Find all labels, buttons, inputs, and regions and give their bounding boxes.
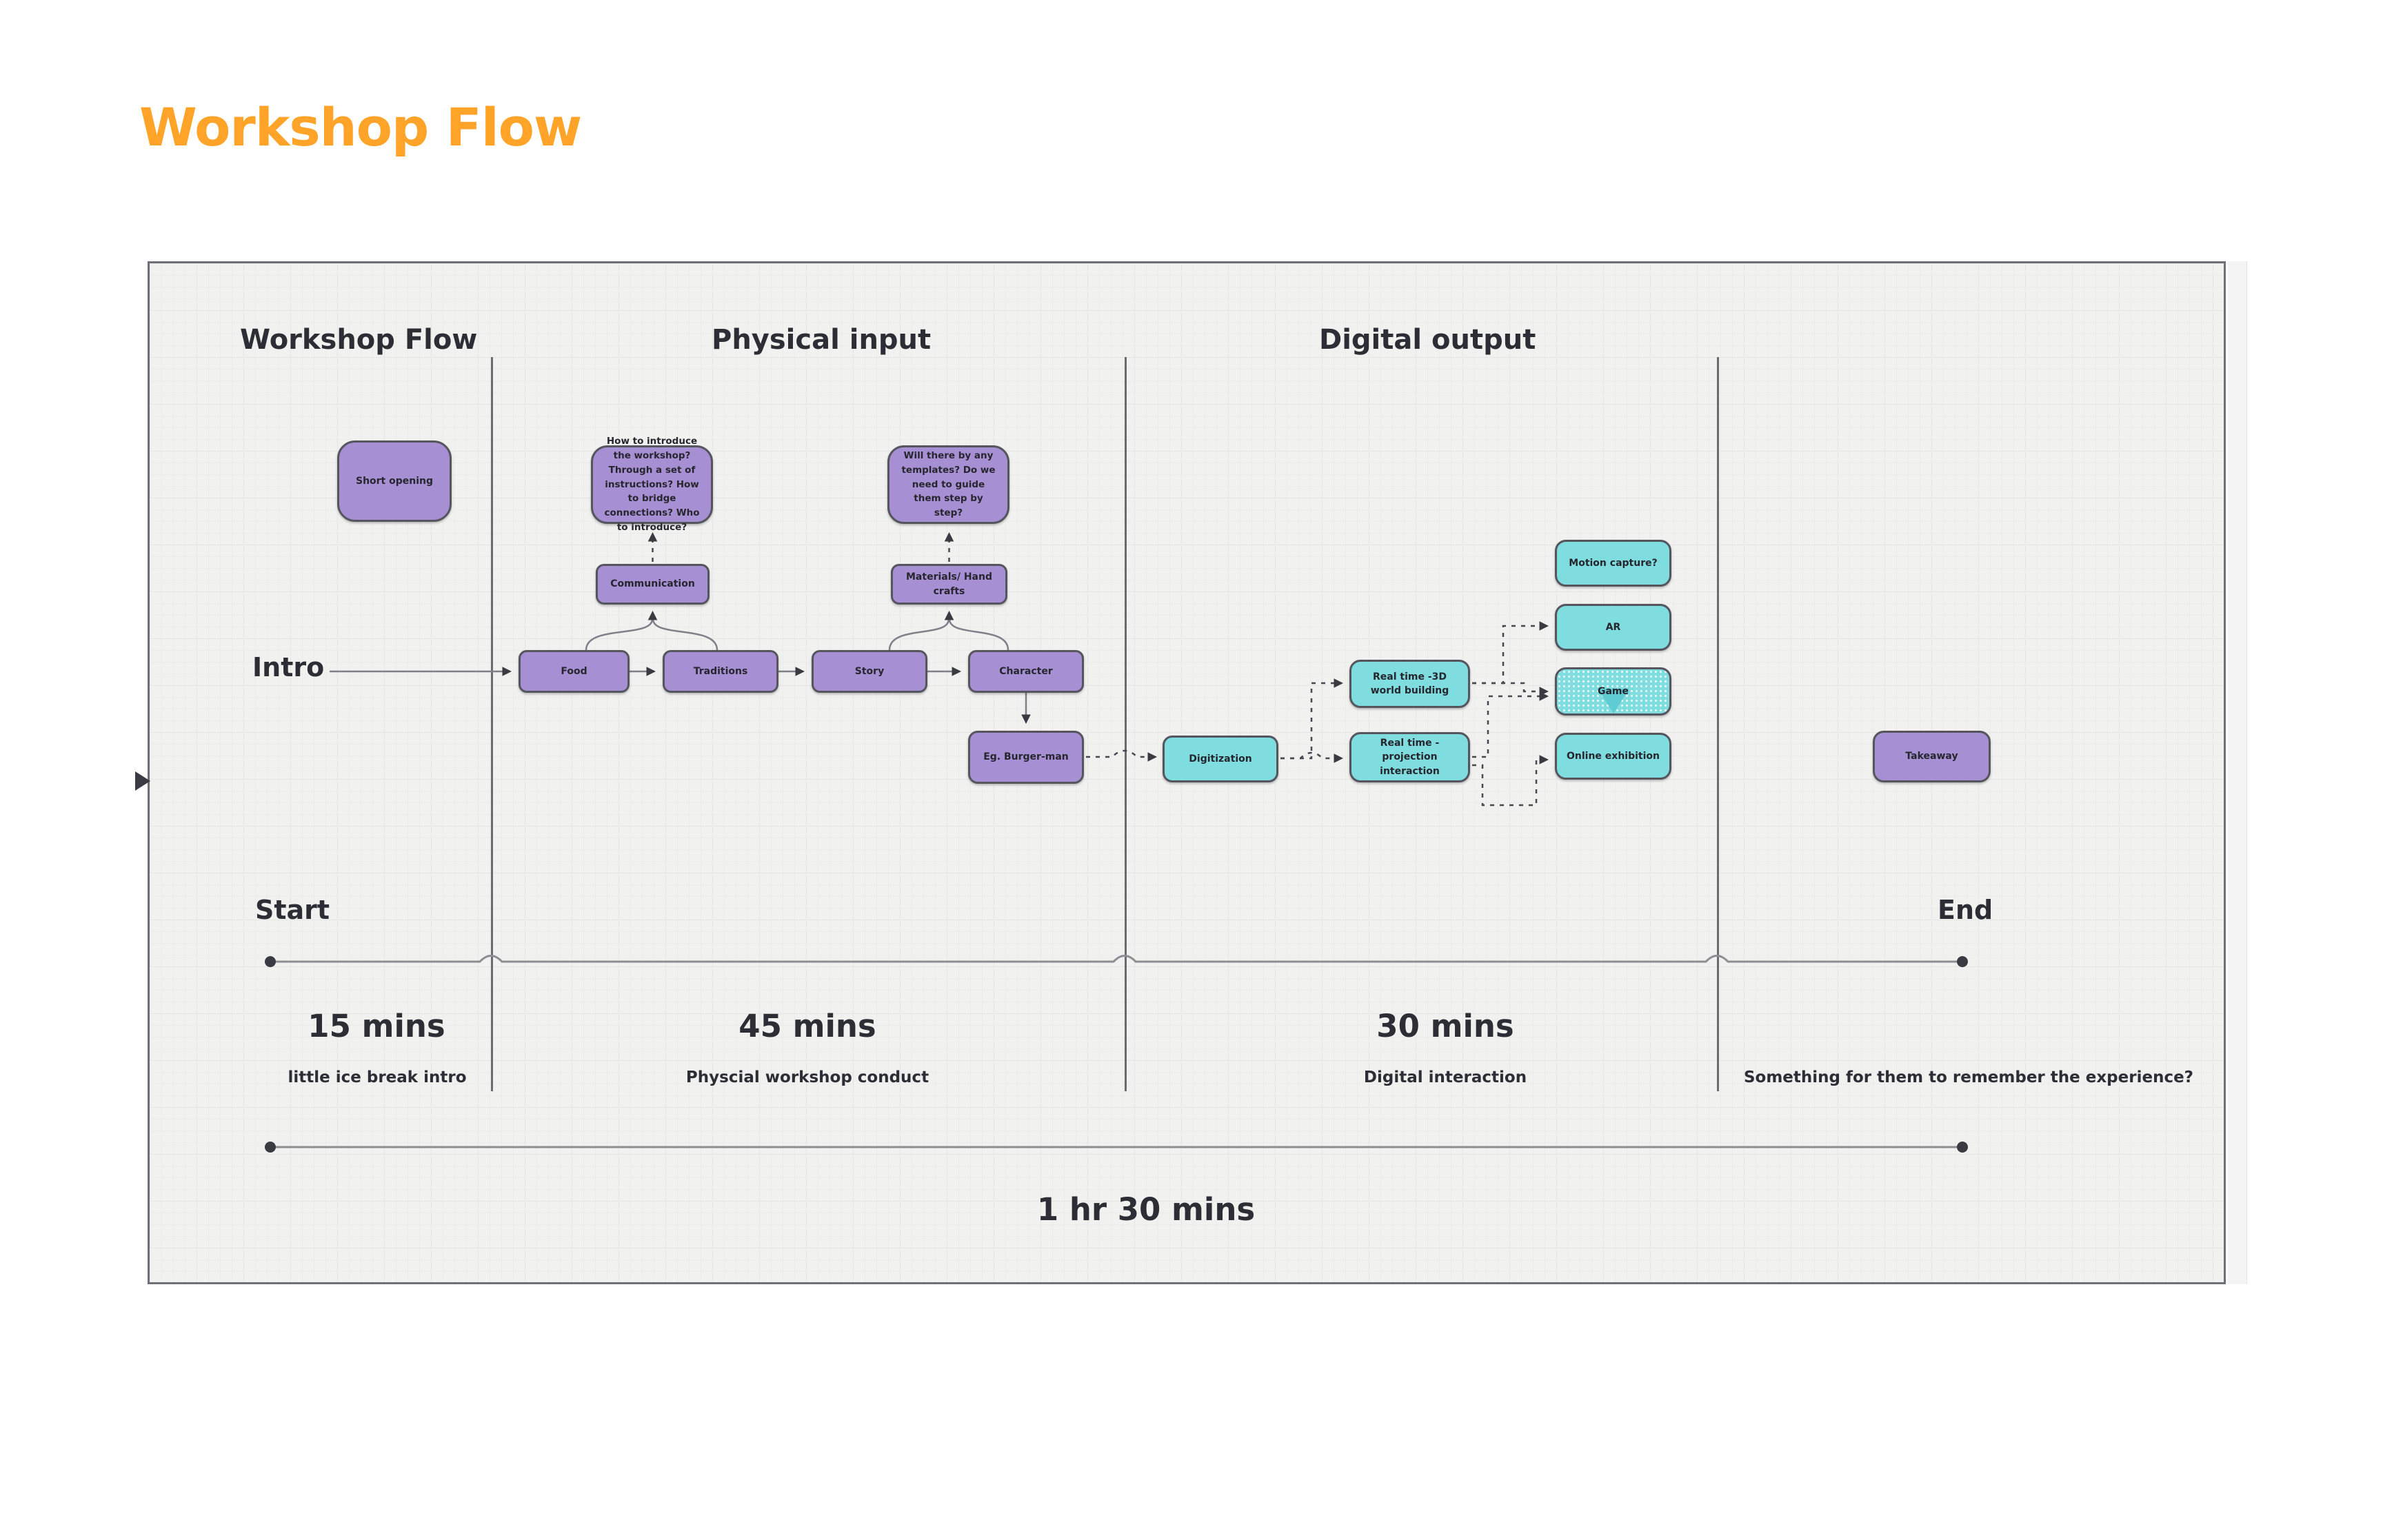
column-header-physical-input: Physical input (712, 324, 932, 356)
node-label: AR (1605, 621, 1621, 633)
label-intro: Intro (252, 652, 325, 682)
scrollbar-track[interactable] (2228, 261, 2247, 1284)
section-note-digital: Digital interaction (1363, 1068, 1527, 1086)
label-end: End (1938, 895, 1993, 925)
node-label: Will there by any templates? Do we need … (901, 449, 996, 519)
node-motion-capture[interactable]: Motion capture? (1555, 540, 1671, 587)
node-label: Story (854, 665, 885, 677)
page-title: Workshop Flow (139, 97, 582, 158)
node-game[interactable]: Game (1555, 667, 1671, 716)
node-burger-man[interactable]: Eg. Burger-man (968, 731, 1084, 784)
node-label: Motion capture? (1569, 557, 1658, 569)
node-label: Real time - projection interaction (1380, 738, 1440, 777)
node-label: Communication (610, 578, 695, 590)
node-food[interactable]: Food (519, 650, 630, 693)
column-header-digital-output: Digital output (1319, 324, 1536, 356)
duration-physical: 45 mins (738, 1008, 876, 1044)
node-online-exhibition[interactable]: Online exhibition (1555, 733, 1671, 780)
node-label: Digitization (1189, 753, 1252, 764)
node-label: Online exhibition (1567, 750, 1660, 762)
column-divider-3 (1717, 357, 1719, 1091)
node-label: Takeaway (1905, 751, 1958, 762)
section-note-physical: Physcial workshop conduct (685, 1068, 929, 1086)
node-label: Short opening (355, 475, 434, 487)
node-communication[interactable]: Communication (596, 564, 710, 605)
node-digitization[interactable]: Digitization (1163, 736, 1278, 782)
node-label: Game (1597, 685, 1629, 697)
label-total-duration: 1 hr 30 mins (1036, 1191, 1256, 1228)
label-start: Start (255, 895, 330, 925)
node-story[interactable]: Story (812, 650, 927, 693)
node-label: Food (561, 665, 587, 677)
node-materials-hand-crafts[interactable]: Materials/ Hand crafts (891, 564, 1007, 605)
section-note-intro: little ice break intro (288, 1068, 467, 1086)
column-divider-1 (491, 357, 493, 1091)
node-realtime-3d-world-building[interactable]: Real time -3D world building (1349, 660, 1470, 708)
node-label: Materials/ Hand crafts (906, 571, 992, 597)
node-realtime-projection-interaction[interactable]: Real time - projection interaction (1349, 732, 1470, 782)
game-selection-arrow-icon (1597, 689, 1629, 713)
node-note-how-to-introduce[interactable]: How to introduce the workshop? Through a… (591, 436, 713, 533)
node-ar[interactable]: AR (1555, 604, 1671, 651)
node-traditions[interactable]: Traditions (663, 650, 778, 693)
node-note-templates[interactable]: Will there by any templates? Do we need … (887, 445, 1009, 524)
node-label: Eg. Burger-man (983, 751, 1069, 763)
section-note-end: Something for them to remember the exper… (1743, 1068, 2194, 1086)
duration-digital: 30 mins (1376, 1008, 1514, 1044)
node-label: How to introduce the workshop? Through a… (604, 435, 700, 534)
canvas-collapse-arrow-icon[interactable] (135, 771, 150, 791)
column-header-workshop-flow: Workshop Flow (240, 324, 478, 356)
node-short-opening[interactable]: Short opening (337, 440, 452, 522)
duration-intro: 15 mins (308, 1008, 445, 1044)
node-label: Character (999, 665, 1053, 677)
node-label: Real time -3D world building (1370, 671, 1449, 696)
column-divider-2 (1125, 357, 1127, 1091)
node-label: Traditions (693, 665, 748, 677)
node-character[interactable]: Character (968, 650, 1084, 693)
node-takeaway[interactable]: Takeaway (1873, 731, 1991, 782)
